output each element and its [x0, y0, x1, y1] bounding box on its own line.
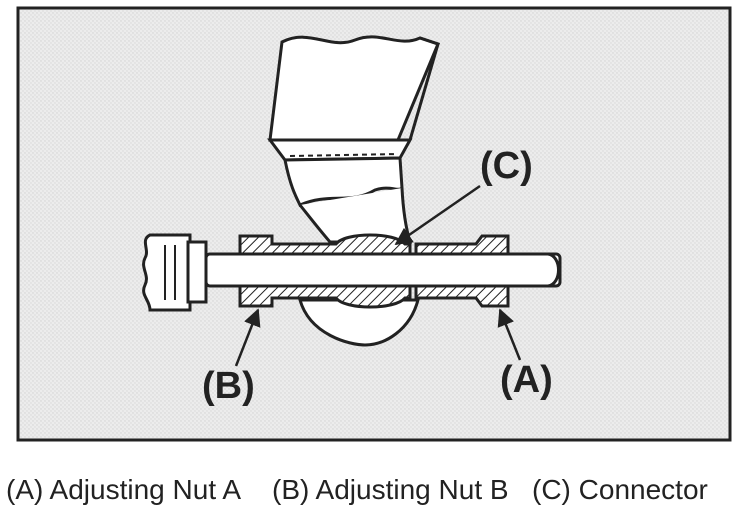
- left-bellows: [142, 233, 192, 312]
- boot-dashed-line: [289, 153, 399, 157]
- boot-upper-edge: [408, 36, 440, 141]
- leader-c: [394, 184, 481, 246]
- callout-b: (B): [202, 365, 255, 407]
- leader-b: [234, 308, 261, 367]
- left-end-cap: [186, 240, 208, 304]
- legend-item-c: (C) Connector: [532, 474, 708, 505]
- exploded-diagram: (C) (B) (A): [16, 6, 732, 442]
- upper-hatch-right: [414, 234, 510, 256]
- lower-hatch-left: [238, 284, 412, 309]
- rod: [204, 252, 562, 288]
- legend-item-b: (B) Adjusting Nut B: [272, 474, 509, 505]
- lower-hatch-right: [414, 284, 510, 308]
- rod-end: [547, 252, 560, 288]
- leader-a: [497, 308, 522, 361]
- left-bellows-lines: [164, 245, 176, 300]
- boot-upper: [268, 35, 441, 142]
- callout-a: (A): [500, 359, 553, 401]
- callout-c: (C): [480, 145, 533, 187]
- round-body: [298, 298, 420, 347]
- legend-item-a: (A) Adjusting Nut A: [6, 474, 242, 505]
- legend: (A) Adjusting Nut A (B) Adjusting Nut B …: [0, 468, 752, 518]
